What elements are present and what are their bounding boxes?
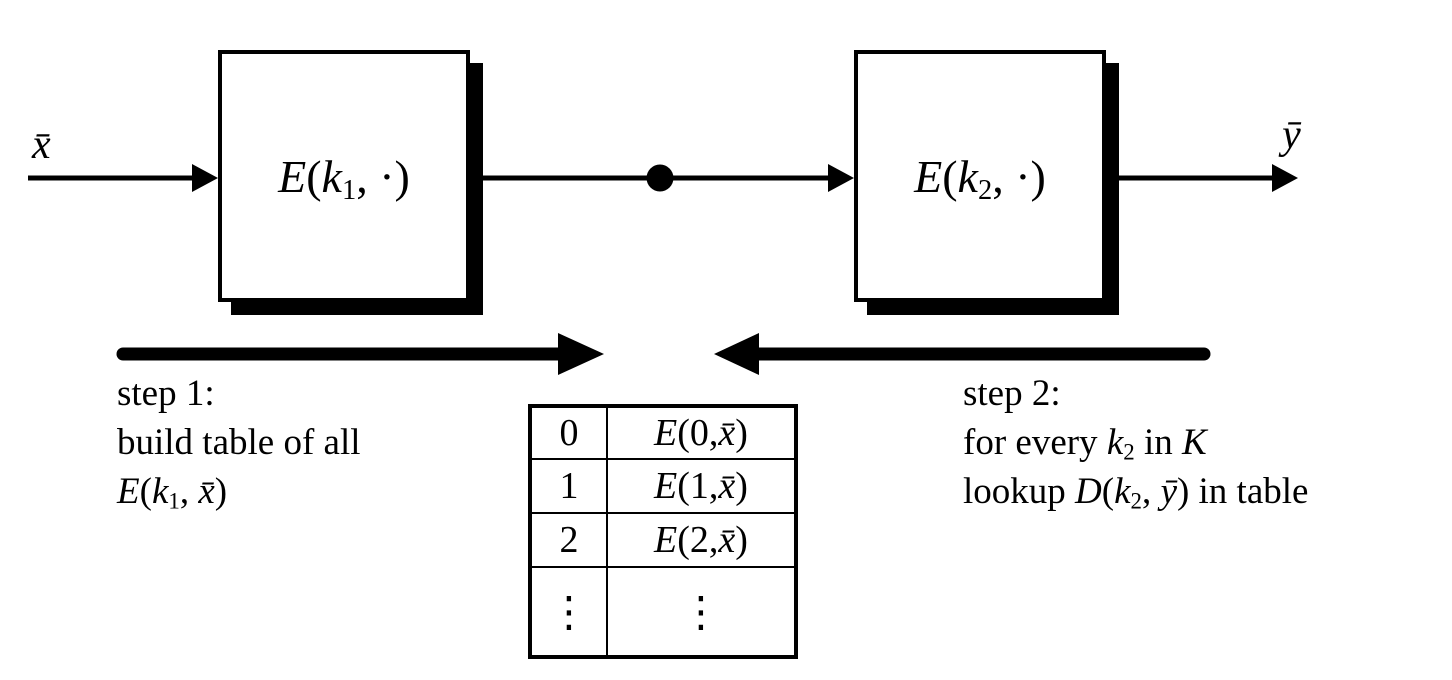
- input-label: x̄: [32, 122, 51, 168]
- label-part: 2: [977, 174, 993, 206]
- step1-description: build table of all: [117, 422, 361, 463]
- key-cell: 1: [532, 460, 608, 512]
- lookup-table: 0 E(0, x̄) 1 E(1, x̄) 2 E(2, x̄) ⋮ ⋮: [528, 404, 798, 659]
- input-arrowhead-icon: [192, 164, 218, 192]
- label-part: (: [139, 471, 152, 512]
- cipher-box-1-label: E(k1, ·): [278, 150, 410, 206]
- keyspace-symbol: K: [1182, 422, 1207, 463]
- box2-arrowhead-icon: [828, 164, 854, 192]
- label-part: 2,: [689, 519, 719, 561]
- key-cell: ⋮: [532, 568, 608, 655]
- label-part: (: [1101, 471, 1115, 512]
- label-part: for every: [963, 422, 1107, 463]
- key-cell: 2: [532, 514, 608, 566]
- label-part: E: [654, 412, 678, 454]
- label-part: 1: [341, 174, 357, 206]
- label-part: x̄: [718, 519, 736, 561]
- label-part: in: [1134, 422, 1182, 463]
- label-part: ,: [179, 471, 199, 512]
- label-part: (: [306, 150, 322, 202]
- label-part: (: [942, 150, 958, 202]
- label-part: ): [735, 465, 748, 507]
- label-part: k: [957, 150, 978, 202]
- output-label: ȳ: [1282, 112, 1301, 158]
- label-part: ): [214, 471, 228, 512]
- label-part: ȳ: [1160, 471, 1177, 512]
- table-row: 2 E(2, x̄): [532, 514, 794, 568]
- label-part: ): [735, 412, 748, 454]
- label-part: k: [1106, 422, 1124, 463]
- step1-annotation: step 1: build table of all E(k1, x̄): [117, 369, 361, 516]
- table-row: 1 E(1, x̄): [532, 460, 794, 514]
- label-part: , ·): [356, 150, 410, 202]
- step2-formula: lookup D(k2, ȳ) in table: [963, 467, 1308, 516]
- label-part: ): [1176, 471, 1190, 512]
- label-part: (: [677, 412, 690, 454]
- label-part: in table: [1189, 471, 1309, 512]
- cipher-box-2: E(k2, ·): [854, 50, 1106, 302]
- step2-description: for every k2 in K: [963, 418, 1308, 467]
- label-part: (: [677, 465, 690, 507]
- label-part: (: [677, 519, 690, 561]
- label-part: k: [1114, 471, 1131, 512]
- label-part: x̄: [198, 471, 215, 512]
- cipher-box-2-label: E(k2, ·): [914, 150, 1046, 206]
- step1-title: step 1:: [117, 373, 215, 414]
- value-cell: E(1, x̄): [608, 460, 794, 512]
- table-row: 0 E(0, x̄): [532, 408, 794, 460]
- label-part: x̄: [718, 465, 736, 507]
- label-part: D: [1075, 471, 1102, 512]
- step2-arrowhead-icon: [714, 333, 759, 375]
- label-part: 2: [1130, 488, 1142, 514]
- label-part: 1,: [689, 465, 719, 507]
- label-part: , ·): [992, 150, 1046, 202]
- step2-annotation: step 2: for every k2 in K lookup D(k2, ȳ…: [963, 369, 1308, 516]
- label-part: ,: [1142, 471, 1161, 512]
- label-part: k: [321, 150, 342, 202]
- step2-title: step 2:: [963, 373, 1061, 414]
- step1-arrowhead-icon: [558, 333, 604, 375]
- cipher-box-1: E(k1, ·): [218, 50, 470, 302]
- value-cell: E(2, x̄): [608, 514, 794, 566]
- label-part: 0,: [689, 412, 719, 454]
- label-part: k: [151, 471, 169, 512]
- junction-dot-icon: [646, 164, 674, 192]
- output-arrowhead-icon: [1272, 164, 1298, 192]
- key-cell: 0: [532, 408, 608, 458]
- label-part: E: [117, 471, 140, 512]
- label-part: x̄: [718, 412, 736, 454]
- step1-formula: E(k1, x̄): [117, 467, 361, 516]
- label-part: lookup: [963, 471, 1076, 512]
- label-part: E: [654, 519, 678, 561]
- value-cell: E(0, x̄): [608, 408, 794, 458]
- table-row: ⋮ ⋮: [532, 568, 794, 655]
- value-cell: ⋮: [680, 587, 722, 636]
- label-part: E: [654, 465, 678, 507]
- label-part: ): [735, 519, 748, 561]
- label-part: E: [914, 150, 943, 202]
- label-part: 1: [168, 488, 180, 514]
- label-part: E: [278, 150, 307, 202]
- label-part: 2: [1123, 439, 1135, 465]
